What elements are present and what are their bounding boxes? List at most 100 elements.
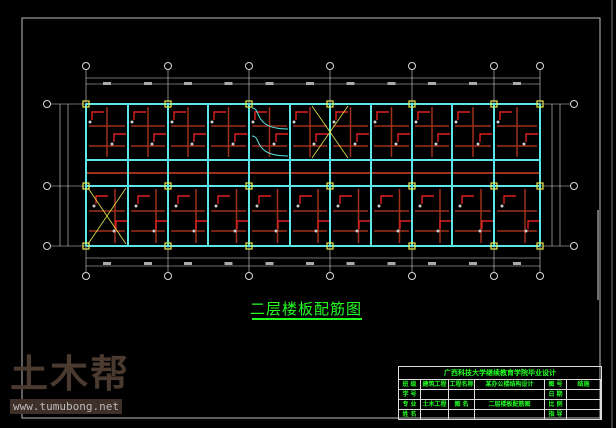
top-rebar	[213, 111, 226, 120]
drawing-frame	[21, 17, 601, 419]
title-block-header: 广西科技大学继续教育学院毕业设计	[399, 367, 601, 380]
top-rebar	[335, 111, 348, 120]
top-rebar	[481, 220, 494, 229]
title-block-cell-r-label: 指 导	[545, 410, 567, 420]
rebar-label-dot	[296, 204, 300, 208]
top-rebar	[299, 195, 312, 204]
rebar-label-dot	[496, 120, 500, 124]
drawing-title: 二层楼板配筋图	[250, 300, 363, 318]
top-rebar	[254, 111, 267, 120]
rebar-label-dot	[396, 229, 400, 233]
top-rebar	[91, 111, 104, 120]
axis-bubble	[408, 62, 416, 70]
dimension-text	[469, 262, 477, 265]
title-block-cell-project-label: 工程名称	[449, 380, 475, 390]
axis-bubble	[536, 62, 544, 70]
axis-bubble	[408, 272, 416, 280]
stair	[251, 107, 289, 157]
axis-bubble	[490, 62, 498, 70]
top-rebar	[195, 220, 208, 229]
rebar-label-dot	[170, 120, 174, 124]
top-rebar	[439, 220, 452, 229]
rebar-label-dot	[524, 229, 528, 233]
rebar-label-dot	[112, 229, 116, 233]
rebar-label-dot	[255, 204, 259, 208]
column	[408, 182, 416, 190]
top-rebar	[275, 133, 288, 142]
dimension-text	[346, 82, 355, 85]
axis-bubble	[326, 62, 334, 70]
rebar-label-dot	[336, 204, 340, 208]
axis-bubble	[43, 100, 51, 108]
top-rebar	[115, 220, 128, 229]
title-block-cell-project-label	[449, 410, 475, 420]
dimension-text	[306, 82, 314, 85]
column	[82, 182, 90, 190]
top-rebar	[417, 111, 430, 120]
top-rebar	[503, 195, 516, 204]
column	[164, 182, 172, 190]
title-block: 广西科技大学继续教育学院毕业设计 班 级建筑工程工程名称某办公楼结构设计图 号结…	[398, 366, 602, 420]
column	[164, 242, 172, 250]
dimension-text	[224, 82, 233, 85]
rebar-label-dot	[414, 120, 418, 124]
rebar-label-dot	[150, 142, 154, 146]
top-rebar	[113, 133, 126, 142]
title-block-cell-value	[421, 390, 449, 400]
dimension-text	[513, 262, 521, 265]
opening-cross	[311, 105, 349, 159]
dimension-text	[428, 82, 436, 85]
rebar-label-dot	[332, 120, 336, 124]
column	[408, 100, 416, 108]
rebar-label-dot	[272, 142, 276, 146]
axis-bubble	[570, 242, 578, 250]
column	[326, 182, 334, 190]
rebar-label-dot	[134, 204, 138, 208]
dimension-text	[265, 82, 274, 85]
axis-bubble	[245, 62, 253, 70]
top-rebar	[173, 111, 186, 120]
rebar-label-dot	[214, 204, 218, 208]
drawing-title-underline	[252, 318, 362, 320]
top-rebar	[155, 220, 168, 229]
dimension-text	[103, 262, 111, 265]
rebar-label-dot	[394, 142, 398, 146]
rebar-label-dot	[174, 204, 178, 208]
rebar-label-dot	[434, 142, 438, 146]
rebar-label-dot	[190, 142, 194, 146]
top-rebar	[527, 220, 540, 229]
axis-bubble	[536, 272, 544, 280]
dimension-text	[265, 262, 274, 265]
top-rebar	[457, 111, 470, 120]
column	[536, 242, 544, 250]
top-rebar	[258, 195, 271, 204]
rebar-label-dot	[292, 120, 296, 124]
rebar-label-dot	[418, 204, 422, 208]
column	[82, 100, 90, 108]
dimension-text	[306, 262, 314, 265]
title-block-cell-label: 姓 名	[399, 410, 421, 420]
column	[245, 242, 253, 250]
rebar-label-dot	[130, 120, 134, 124]
top-rebar	[376, 111, 389, 120]
title-block-cell-project: 二层楼板配筋图	[475, 400, 545, 410]
rebar-label-dot	[110, 142, 114, 146]
watermark-url: www.tumubong.net	[10, 399, 122, 414]
axis-bubble	[82, 272, 90, 280]
top-rebar	[380, 195, 393, 204]
top-rebar	[137, 195, 150, 204]
axis-bubble	[245, 272, 253, 280]
top-rebar	[153, 133, 166, 142]
rebar-label-dot	[152, 229, 156, 233]
rebar-label-dot	[353, 142, 357, 146]
top-rebar	[525, 133, 538, 142]
rebar-label-dot	[251, 120, 255, 124]
rebar-label-dot	[373, 120, 377, 124]
dimension-text	[144, 82, 152, 85]
top-rebar	[421, 195, 434, 204]
dimension-text	[224, 262, 233, 265]
column	[490, 242, 498, 250]
title-block-grid: 班 级建筑工程工程名称某办公楼结构设计图 号结施学 号日 期专 业土木工程图 名…	[399, 380, 601, 420]
axis-bubble	[570, 182, 578, 190]
